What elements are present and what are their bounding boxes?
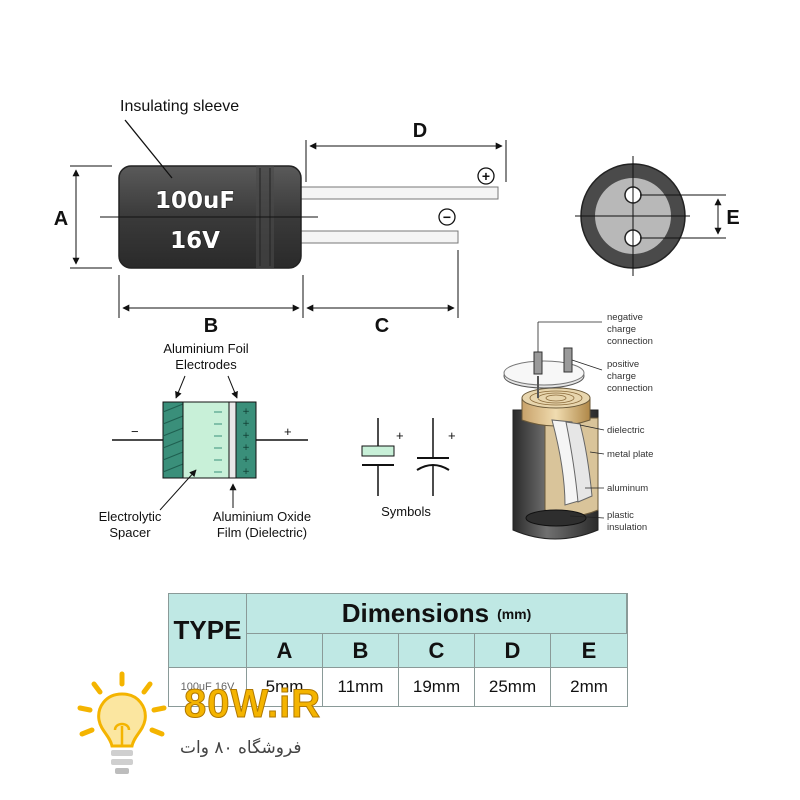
curved-plate bbox=[416, 464, 450, 471]
positive-terminal bbox=[563, 347, 573, 373]
capacitance-marking: 100uF bbox=[155, 188, 235, 214]
svg-text:negative: negative bbox=[607, 312, 643, 323]
value-d: 25mm bbox=[475, 668, 551, 706]
negative-lead bbox=[299, 230, 459, 244]
svg-text:+: + bbox=[284, 424, 292, 439]
column-header-d: D bbox=[475, 634, 551, 668]
dimension-d-label: D bbox=[413, 120, 427, 142]
voltage-marking: 16V bbox=[170, 228, 220, 254]
cutaway-illustration: negative charge connection positive char… bbox=[503, 312, 653, 540]
value-b: 11mm bbox=[323, 668, 399, 706]
svg-text:+: + bbox=[242, 431, 250, 441]
dimension-b-label: B bbox=[204, 315, 218, 337]
cutaway-dielectric-label: dielectric bbox=[607, 425, 645, 436]
oxide-film-label: Aluminium Oxide bbox=[213, 509, 311, 524]
svg-text:charge: charge bbox=[607, 324, 636, 335]
svg-text:+: + bbox=[242, 443, 250, 453]
column-header-c: C bbox=[399, 634, 475, 668]
cutaway-aluminum-label: aluminum bbox=[607, 483, 648, 494]
positive-foil bbox=[235, 401, 257, 479]
positive-lead bbox=[299, 186, 499, 200]
cutaway-metal-plate-label: metal plate bbox=[607, 449, 653, 460]
dielectric-label: Film (Dielectric) bbox=[217, 525, 307, 540]
value-e: 2mm bbox=[551, 668, 627, 706]
brand-logo: 80W.iR فروشگاه ۸۰ وات bbox=[72, 668, 332, 786]
svg-text:connection: connection bbox=[607, 383, 653, 394]
dimension-c-label: C bbox=[375, 315, 389, 337]
svg-text:+: + bbox=[242, 407, 250, 417]
structure-diagram: Aluminium Foil Electrodes − + +++ +++ El bbox=[99, 341, 312, 540]
svg-text:connection: connection bbox=[607, 336, 653, 347]
electrolyte-layer bbox=[182, 401, 230, 479]
dimensions-header: Dimensions(mm) bbox=[247, 594, 627, 634]
value-a: 5mm bbox=[247, 668, 323, 706]
polarized-symbol-plate bbox=[361, 445, 395, 457]
brand-subtitle: فروشگاه ۸۰ وات bbox=[180, 738, 302, 758]
negative-foil bbox=[162, 401, 184, 479]
spacer-label: Spacer bbox=[109, 525, 151, 540]
symbols-label: Symbols bbox=[381, 504, 431, 519]
capacitor-symbols: + + Symbols bbox=[361, 418, 456, 519]
oxide-film-layer bbox=[228, 401, 237, 479]
plus-symbol bbox=[477, 167, 495, 185]
foil-electrodes-label-2: Electrodes bbox=[175, 357, 237, 372]
insulating-sleeve-pointer bbox=[124, 119, 173, 179]
svg-text:+: + bbox=[396, 428, 404, 443]
svg-text:+: + bbox=[242, 455, 250, 465]
insulating-sleeve-label: Insulating sleeve bbox=[120, 98, 239, 115]
column-header-b: B bbox=[323, 634, 399, 668]
svg-text:+: + bbox=[242, 467, 250, 477]
capacitor-side-view: 100uF 16V Insulating sleeve + − A B C D bbox=[54, 98, 507, 337]
svg-text:+: + bbox=[448, 428, 456, 443]
svg-text:insulation: insulation bbox=[607, 522, 647, 533]
brand-name: 80W.iR bbox=[183, 682, 322, 727]
svg-text:−: − bbox=[443, 209, 451, 225]
capacitor-end-view: E bbox=[575, 156, 740, 276]
dimension-e-label: E bbox=[726, 207, 739, 229]
svg-text:charge: charge bbox=[607, 371, 636, 382]
svg-text:positive: positive bbox=[607, 359, 639, 370]
value-c: 19mm bbox=[399, 668, 475, 706]
column-header-a: A bbox=[247, 634, 323, 668]
minus-symbol bbox=[438, 208, 456, 226]
column-header-e: E bbox=[551, 634, 627, 668]
svg-text:+: + bbox=[482, 168, 490, 184]
foil-electrodes-label: Aluminium Foil bbox=[163, 341, 248, 356]
negative-terminal bbox=[533, 351, 543, 375]
dimensions-table: TYPE Dimensions(mm) A B C D E 100uF 16V … bbox=[168, 593, 628, 707]
svg-text:−: − bbox=[131, 424, 139, 439]
lightbulb-icon bbox=[77, 671, 167, 774]
electrolytic-label: Electrolytic bbox=[99, 509, 162, 524]
svg-text:plastic: plastic bbox=[607, 510, 634, 521]
type-header: TYPE bbox=[169, 594, 247, 668]
type-value: 100uF 16V bbox=[169, 668, 247, 706]
dimension-a-label: A bbox=[54, 208, 68, 230]
svg-text:+: + bbox=[242, 419, 250, 429]
